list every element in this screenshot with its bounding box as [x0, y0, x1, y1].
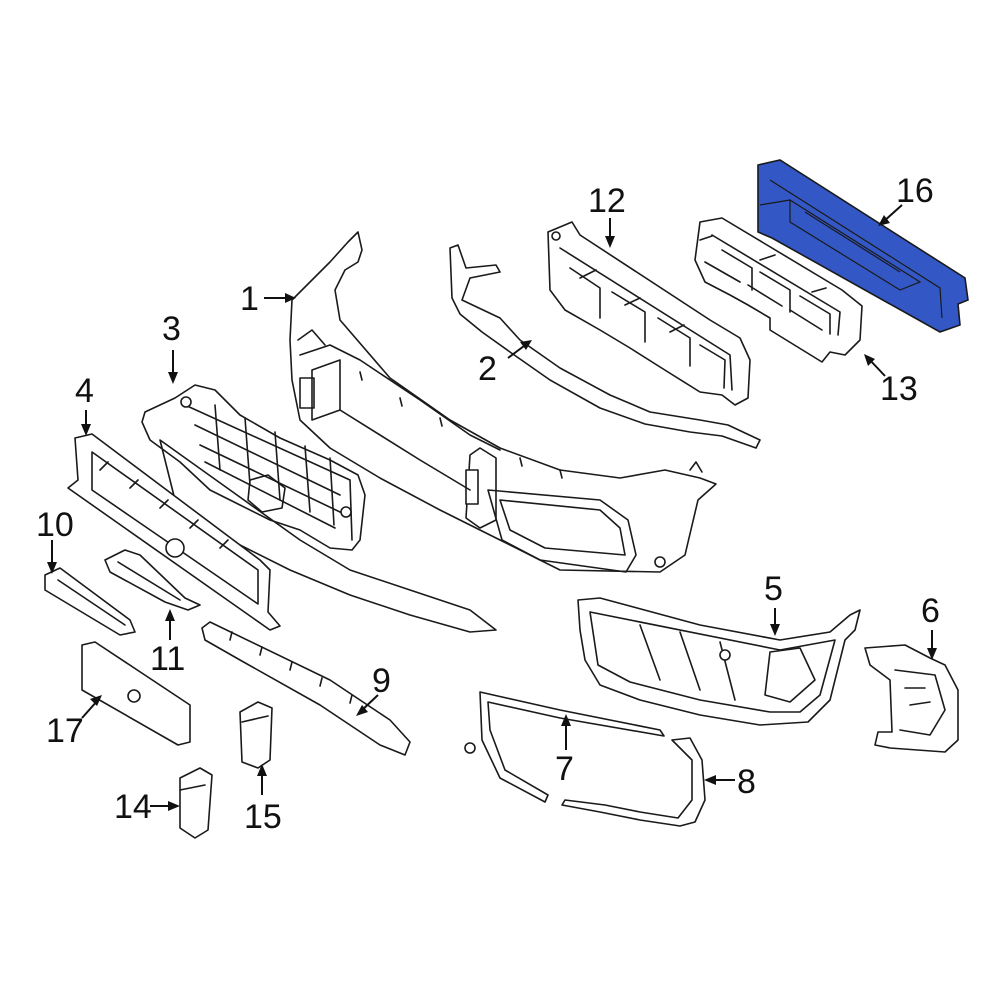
part-15-end-cap[interactable]: [239, 701, 273, 769]
callout-9[interactable]: 9: [372, 662, 391, 700]
part-4-grille-frame[interactable]: [67, 433, 281, 631]
part-9-lower-trim[interactable]: [201, 621, 411, 756]
callout-12[interactable]: 12: [588, 182, 626, 220]
callout-5[interactable]: 5: [764, 570, 783, 608]
part-17-plate-bracket[interactable]: [81, 641, 191, 746]
part-16-highlighted-absorber[interactable]: [757, 159, 969, 333]
callout-17[interactable]: 17: [46, 712, 84, 750]
callout-3[interactable]: 3: [162, 310, 181, 348]
callout-1[interactable]: 1: [240, 280, 259, 318]
part-11-trim-bracket[interactable]: [104, 549, 201, 611]
callout-16[interactable]: 16: [896, 172, 934, 210]
callout-8[interactable]: 8: [737, 763, 756, 801]
part-14-end-cap[interactable]: [179, 767, 213, 839]
leader-lines: [47, 204, 937, 811]
part-7-bezel-trim[interactable]: [464, 691, 665, 803]
callout-2[interactable]: 2: [478, 350, 497, 388]
part-10-trim-strip[interactable]: [44, 567, 136, 636]
callout-10[interactable]: 10: [36, 506, 74, 544]
part-8-bezel-trim[interactable]: [561, 737, 706, 827]
part-13-energy-absorber[interactable]: [694, 217, 863, 363]
part-1-bumper-cover[interactable]: [289, 231, 717, 573]
callout-11[interactable]: 11: [150, 640, 185, 678]
callout-labels: 1 2 3 4 5 6 7 8 9 10 11 12 13 14 15 16 1…: [36, 172, 940, 836]
callout-7[interactable]: 7: [555, 750, 574, 788]
callout-14[interactable]: 14: [114, 788, 152, 826]
part-2-reinforcement-strip[interactable]: [449, 244, 761, 449]
callout-6[interactable]: 6: [921, 592, 940, 630]
part-5-fog-lamp-housing[interactable]: [577, 597, 861, 726]
callout-13[interactable]: 13: [880, 370, 918, 408]
callout-15[interactable]: 15: [244, 798, 282, 836]
part-12-bracket[interactable]: [547, 221, 751, 406]
callout-4[interactable]: 4: [75, 372, 94, 410]
part-6-side-bracket[interactable]: [864, 644, 959, 753]
